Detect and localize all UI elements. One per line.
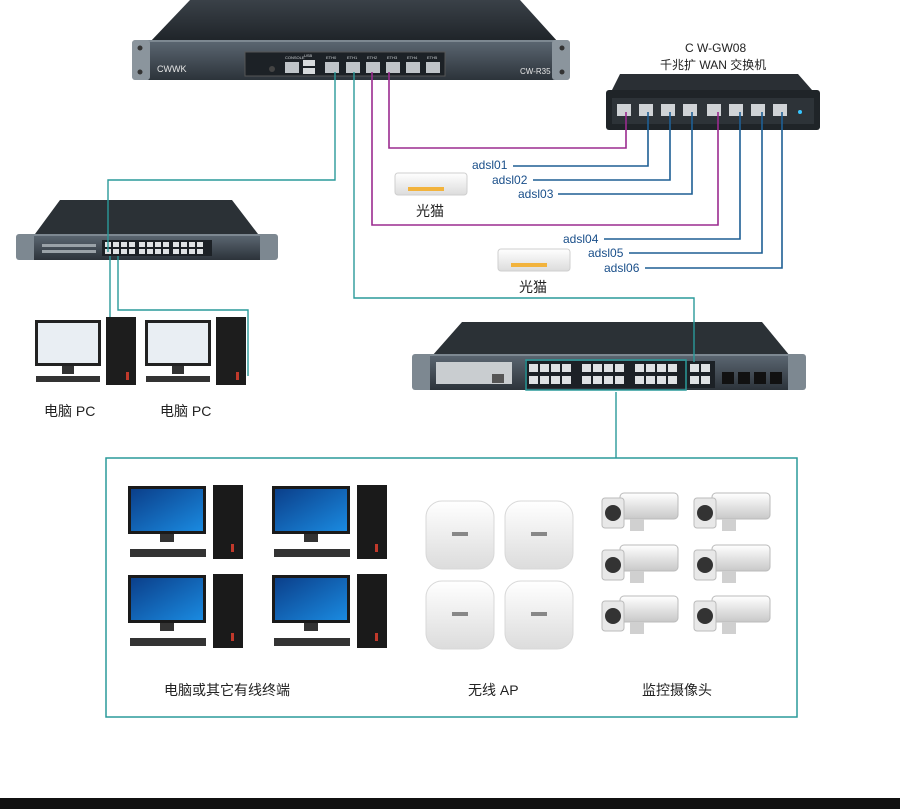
group-label-wired: 电脑或其它有线终端	[164, 682, 290, 698]
adsl-label-5: adsl05	[588, 246, 624, 260]
camera-grid	[601, 492, 771, 634]
svg-text:ETH5: ETH5	[427, 55, 438, 60]
router-model: CW-R35	[520, 67, 551, 76]
svg-text:ETH4: ETH4	[407, 55, 418, 60]
modem-2	[497, 248, 571, 272]
expander-model: C W-GW08	[685, 41, 747, 55]
endpoint-frame	[105, 457, 798, 718]
wan-expander-switch	[606, 74, 820, 130]
teal-wires	[107, 72, 695, 458]
svg-text:USB: USB	[304, 53, 313, 58]
router-cw-r35	[132, 0, 570, 80]
svg-text:ETH1: ETH1	[347, 55, 358, 60]
adsl-label-6: adsl06	[604, 261, 640, 275]
pc-label-1: 电脑 PC	[44, 403, 96, 419]
ap-logos	[452, 532, 547, 616]
group-label-ap: 无线 AP	[468, 682, 519, 698]
modem-label-1: 光猫	[416, 203, 444, 219]
bottom-bar	[0, 798, 900, 809]
modem-label-2: 光猫	[519, 279, 547, 295]
ap-grid	[425, 500, 574, 650]
adsl-label-3: adsl03	[518, 187, 554, 201]
pc-grid	[128, 485, 387, 648]
router-port-labels: CONSOLE USB ETH0 ETH1 ETH2 ETH3 ETH4 ETH…	[285, 53, 438, 60]
svg-text:ETH3: ETH3	[387, 55, 398, 60]
adsl-label-2: adsl02	[492, 173, 528, 187]
pc-top-2	[145, 317, 246, 385]
left-switch	[16, 200, 278, 260]
adsl-wires	[513, 112, 783, 269]
pc-top-1	[35, 317, 136, 385]
pc-label-2: 电脑 PC	[160, 403, 212, 419]
poe-switch	[412, 322, 806, 391]
adsl-label-1: adsl01	[472, 158, 508, 172]
purple-wires	[371, 72, 719, 226]
modem-1	[394, 172, 468, 196]
adsl-label-4: adsl04	[563, 232, 599, 246]
svg-text:ETH0: ETH0	[326, 55, 337, 60]
router-brand: CWWK	[157, 64, 187, 74]
svg-text:ETH2: ETH2	[367, 55, 378, 60]
expander-desc: 千兆扩 WAN 交换机	[660, 58, 767, 72]
group-label-camera: 监控摄像头	[642, 682, 712, 698]
svg-text:CONSOLE: CONSOLE	[285, 55, 305, 60]
